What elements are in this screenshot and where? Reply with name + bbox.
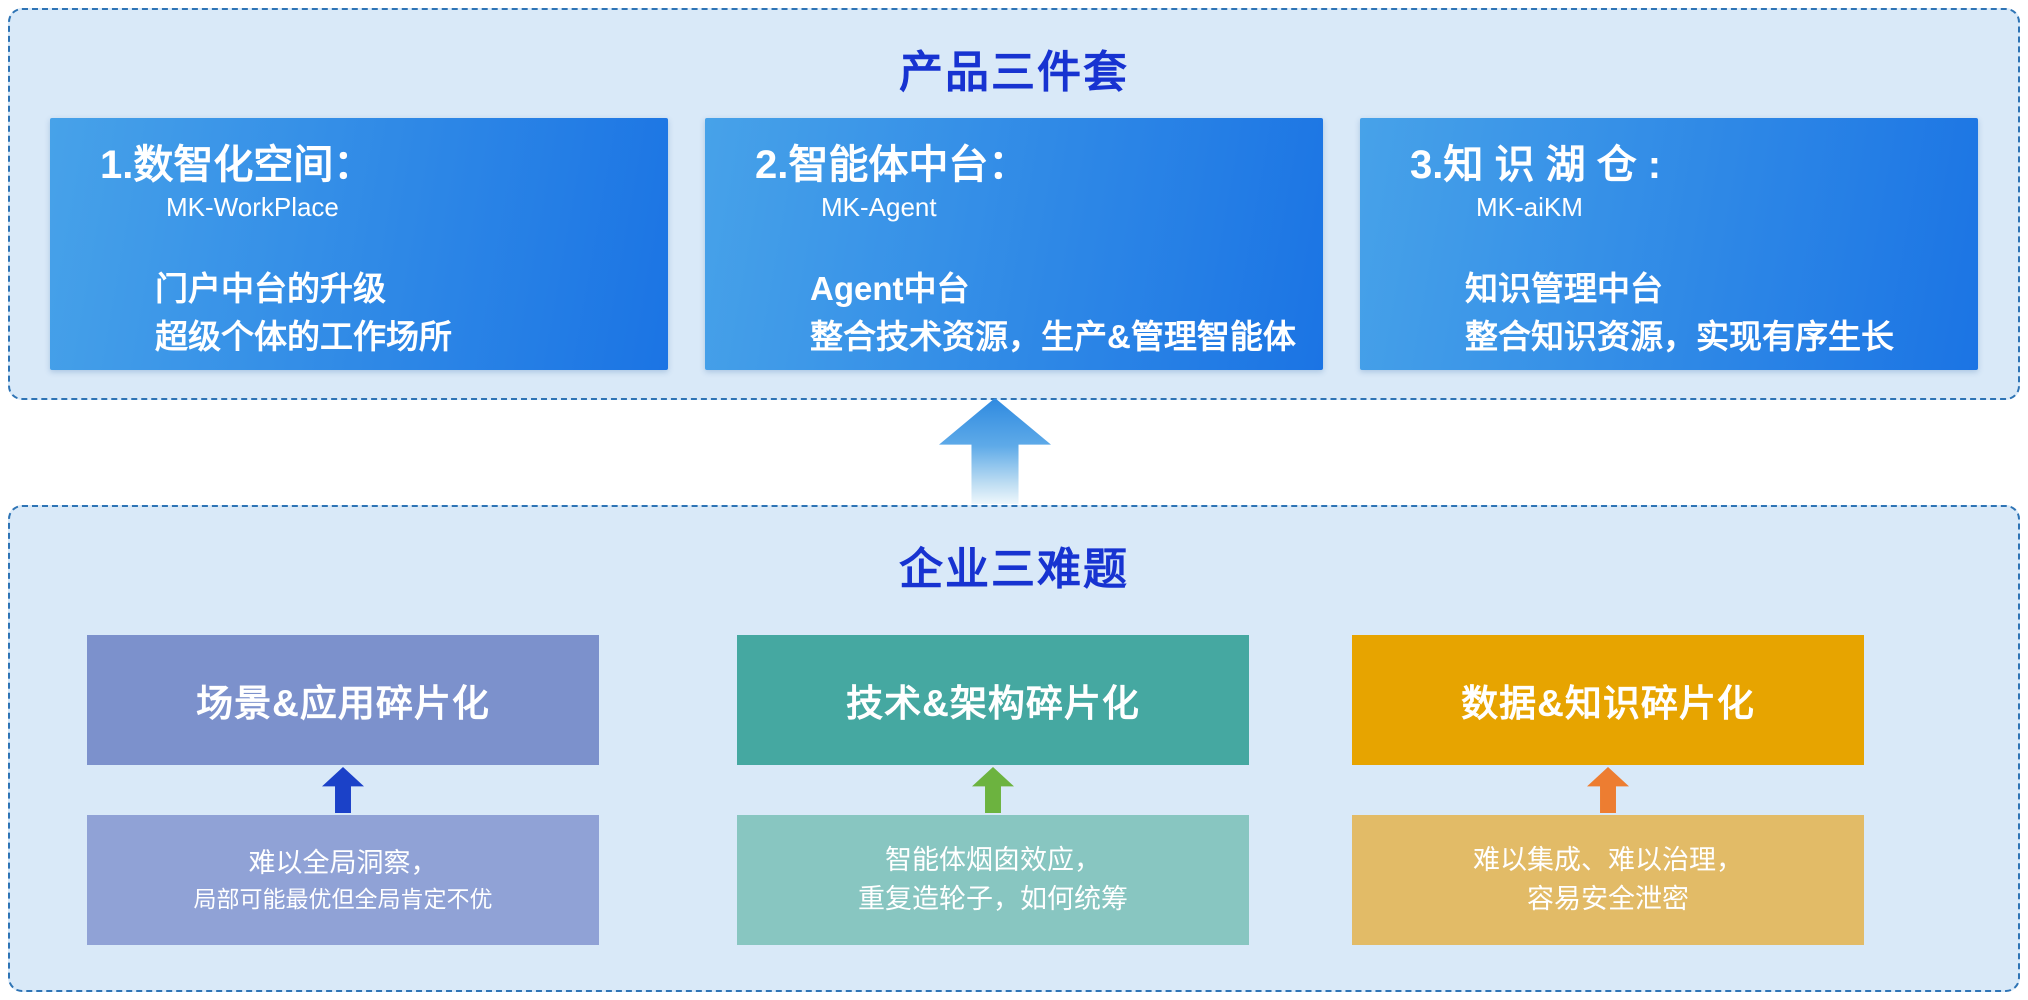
problem-description: 智能体烟囱效应， 重复造轮子，如何统筹 xyxy=(737,815,1249,945)
product-panel: 产品三件套 1.数智化空间： MK-WorkPlace 门户中台的升级 超级个体… xyxy=(8,8,2020,400)
problem-description-line: 难以集成、难以治理， xyxy=(1473,844,1743,875)
small-up-arrow-icon xyxy=(972,767,1014,813)
problem-description-line: 智能体烟囱效应， xyxy=(885,844,1101,875)
product-card-line: 整合技术资源，生产&管理智能体 xyxy=(810,317,1296,355)
up-arrow-icon xyxy=(939,398,1051,504)
product-card-line: 门户中台的升级 xyxy=(155,270,386,307)
problem-description-line: 难以全局洞察， xyxy=(248,847,438,878)
problem-description-line: 重复造轮子，如何统筹 xyxy=(858,884,1128,914)
product-card-heading: 2.智能体中台： xyxy=(755,143,1029,187)
problem-description-line: 容易安全泄密 xyxy=(1527,884,1689,914)
problem-heading: 场景&应用碎片化 xyxy=(87,635,599,765)
product-card-agent: 2.智能体中台： MK-Agent Agent中台 整合技术资源，生产&管理智能… xyxy=(705,118,1323,370)
small-up-arrow-icon xyxy=(1587,767,1629,813)
problem-description: 难以集成、难以治理， 容易安全泄密 xyxy=(1352,815,1864,945)
problem-description: 难以全局洞察， 局部可能最优但全局肯定不优 xyxy=(87,815,599,945)
small-up-arrow-icon xyxy=(322,767,364,813)
product-card-subheading: MK-WorkPlace xyxy=(166,192,339,222)
product-card-subheading: MK-Agent xyxy=(821,192,937,222)
problem-description-line: 局部可能最优但全局肯定不优 xyxy=(193,885,493,912)
problem-heading: 数据&知识碎片化 xyxy=(1352,635,1864,765)
product-card-line: 超级个体的工作场所 xyxy=(155,317,452,355)
product-cards-row: 1.数智化空间： MK-WorkPlace 门户中台的升级 超级个体的工作场所 … xyxy=(10,118,2018,370)
problem-panel: 企业三难题 场景&应用碎片化 难以全局洞察， 局部可能最优但全局肯定不优 技术&… xyxy=(8,505,2020,992)
problem-column-tech: 技术&架构碎片化 智能体烟囱效应， 重复造轮子，如何统筹 xyxy=(737,635,1249,945)
product-card-line: 知识管理中台 xyxy=(1465,270,1663,307)
problem-column-scene: 场景&应用碎片化 难以全局洞察， 局部可能最优但全局肯定不优 xyxy=(87,635,599,945)
product-card-body: Agent中台 整合技术资源，生产&管理智能体 xyxy=(755,265,1303,361)
problem-column-data: 数据&知识碎片化 难以集成、难以治理， 容易安全泄密 xyxy=(1352,635,1864,945)
product-card-heading: 1.数智化空间： xyxy=(100,143,374,187)
product-card-line: 整合知识资源，实现有序生长 xyxy=(1465,317,1894,355)
product-card-body: 门户中台的升级 超级个体的工作场所 xyxy=(100,265,648,361)
product-card-line: Agent中台 xyxy=(810,270,970,307)
product-panel-title: 产品三件套 xyxy=(899,48,1129,97)
product-card-heading: 3.知 识 湖 仓 : xyxy=(1410,143,1662,187)
product-card-workplace: 1.数智化空间： MK-WorkPlace 门户中台的升级 超级个体的工作场所 xyxy=(50,118,668,370)
problem-heading: 技术&架构碎片化 xyxy=(737,635,1249,765)
product-card-body: 知识管理中台 整合知识资源，实现有序生长 xyxy=(1410,265,1958,361)
product-card-aikm: 3.知 识 湖 仓 : MK-aiKM 知识管理中台 整合知识资源，实现有序生长 xyxy=(1360,118,1978,370)
problem-panel-title: 企业三难题 xyxy=(899,545,1129,594)
product-card-subheading: MK-aiKM xyxy=(1476,192,1583,222)
